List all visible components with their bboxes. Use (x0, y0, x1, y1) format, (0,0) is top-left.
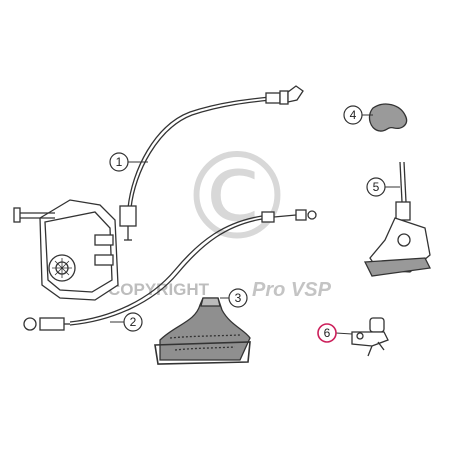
shift-cable (23, 209, 317, 331)
callout-5-circle (366, 177, 386, 197)
callout-3[interactable]: 3 (228, 288, 248, 308)
brand-text: Pro VSP (252, 279, 332, 301)
callout-4-label: 4 (350, 108, 357, 122)
gear-lever-assembly (363, 161, 431, 277)
callout-2-circle (123, 312, 143, 332)
copyright-watermark: © COPYRIGHT Pro VSP (108, 129, 332, 302)
copyright-symbol: © (177, 129, 297, 268)
callout-5[interactable]: 5 (366, 177, 386, 197)
callout-6[interactable]: 6 (317, 323, 337, 343)
selector-cable (119, 85, 304, 241)
callout-4[interactable]: 4 (343, 105, 363, 125)
callout-3-label: 3 (235, 291, 242, 305)
callout-1-label: 1 (116, 155, 123, 169)
shift-linkage-bracket (351, 317, 389, 357)
callout-4-circle (343, 105, 363, 125)
callout-3-circle (228, 288, 248, 308)
gear-knob (368, 103, 408, 132)
callout-5-label: 5 (373, 180, 380, 194)
callout-1[interactable]: 1 (109, 152, 129, 172)
callout-6-label: 6 (324, 326, 331, 340)
callout-6-circle (317, 323, 337, 343)
callout-1-circle (109, 152, 129, 172)
copyright-text: COPYRIGHT (108, 280, 210, 299)
callout-2[interactable]: 2 (123, 312, 143, 332)
callout-2-label: 2 (130, 315, 137, 329)
gear-lever-boot (154, 297, 251, 365)
gearbox (13, 199, 119, 301)
